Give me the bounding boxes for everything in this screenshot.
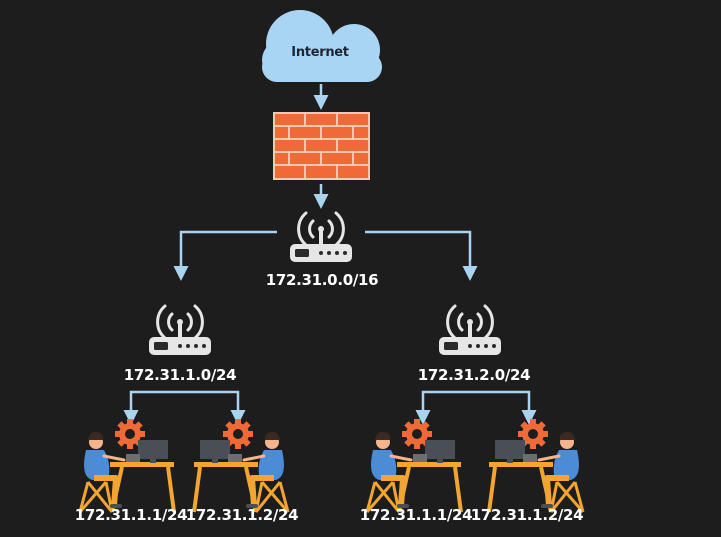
subnet1-router-label: 172.31.1.0/24 — [123, 366, 237, 384]
host-1-1-icon — [80, 419, 174, 512]
core-router-label: 172.31.0.0/16 — [265, 271, 379, 289]
connector-core-subnet1 — [173, 230, 277, 281]
connector-subnet1-hosts — [123, 390, 246, 425]
host-2-2-icon — [489, 419, 583, 512]
core-router-icon — [288, 211, 354, 264]
host-2-2-label: 172.31.1.2/24 — [470, 506, 584, 524]
firewall-icon — [273, 112, 370, 180]
cloud-icon — [262, 10, 382, 82]
subnet1-router-icon — [147, 304, 213, 357]
internet-label: Internet — [291, 45, 349, 60]
host-2-1-label: 172.31.1.1/24 — [359, 506, 473, 524]
host-1-2-icon — [194, 419, 288, 512]
subnet2-router-icon — [437, 304, 503, 357]
host-1-2-label: 172.31.1.2/24 — [185, 506, 299, 524]
host-1-1-label: 172.31.1.1/24 — [74, 506, 188, 524]
host-2-1-icon — [367, 419, 461, 512]
subnet2-router-label: 172.31.2.0/24 — [417, 366, 531, 384]
connector-core-subnet2 — [365, 230, 478, 281]
connectors — [123, 84, 537, 425]
connector-subnet2-hosts — [415, 390, 537, 425]
